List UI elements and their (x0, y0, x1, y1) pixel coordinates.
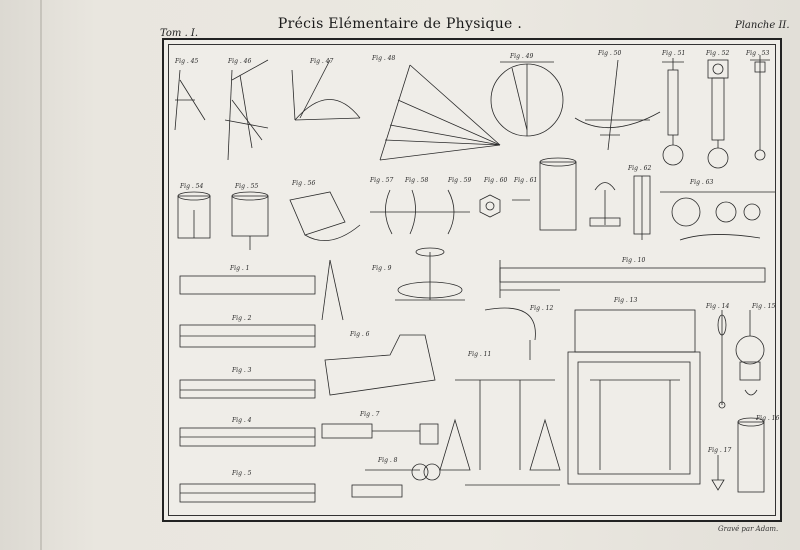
plate-title: Précis Elémentaire de Physique . (277, 16, 523, 32)
fig-60-drawing (479, 194, 501, 218)
fig-8-drawing (351, 463, 441, 498)
fig-12-drawing (484, 307, 536, 360)
fig-1-drawing (179, 275, 316, 295)
fig-49-label: Fig . 49 (509, 53, 533, 60)
fig-48-drawing (379, 64, 501, 161)
fig-58-label: Fig . 58 (404, 177, 428, 184)
fig-56-label: Fig . 56 (291, 180, 315, 187)
fig-10-drawing (499, 260, 766, 298)
fig-10-label: Fig . 10 (621, 257, 645, 264)
fig-8-label: Fig . 8 (377, 457, 398, 464)
fig-12-label: Fig . 12 (529, 305, 553, 312)
fig-61-drawing (512, 157, 621, 231)
fig-11-drawing (439, 379, 561, 486)
fig-4-label: Fig . 4 (231, 417, 252, 424)
fig-13-drawing (567, 309, 701, 485)
fig-53-label: Fig . 53 (745, 50, 769, 57)
fig-50-drawing (574, 59, 661, 151)
fig-3-label: Fig . 3 (231, 367, 252, 374)
fig-48-label: Fig . 48 (371, 55, 395, 62)
fig-47-drawing (291, 59, 361, 121)
fig-51-label: Fig . 51 (661, 50, 685, 57)
fig-55-drawing (231, 191, 269, 250)
tome-label: Tom . I. (160, 28, 199, 39)
fig-15-label: Fig . 15 (751, 303, 775, 310)
fig-57-label: Fig . 57 (369, 177, 393, 184)
plate-frame (162, 38, 782, 522)
fig-17-label: Fig . 17 (707, 447, 731, 454)
fig-45-label: Fig . 45 (174, 58, 198, 65)
fig-14-label: Fig . 14 (705, 303, 729, 310)
planche-label: Planche II. (735, 20, 790, 31)
fig-62-label: Fig . 62 (627, 165, 651, 172)
fig-53-drawing (750, 55, 770, 161)
fig-6-drawing (324, 334, 436, 396)
fig-16-drawing (737, 389, 765, 493)
fig-46-drawing (224, 59, 269, 161)
fig-51-drawing (662, 58, 684, 166)
fig-52-drawing (707, 59, 729, 169)
fig-13-label: Fig . 13 (613, 297, 637, 304)
fig-63-label: Fig . 63 (689, 179, 713, 186)
fig-50-label: Fig . 50 (597, 50, 621, 57)
fig-15-drawing (735, 310, 765, 381)
fig-6-label: Fig . 6 (349, 331, 370, 338)
fig-5-label: Fig . 5 (231, 470, 252, 477)
plate-inner-frame (168, 44, 776, 516)
fig-1-label: Fig . 1 (229, 265, 249, 272)
fig-14-drawing (717, 310, 727, 409)
fig-54-label: Fig . 54 (179, 183, 203, 190)
fig-47-label: Fig . 47 (309, 58, 333, 65)
fig-59-label: Fig . 59 (447, 177, 471, 184)
fig-62-drawing (633, 175, 651, 240)
fig-2-label: Fig . 2 (231, 315, 252, 322)
fig-7-drawing (321, 423, 439, 445)
fig-11-label: Fig . 11 (467, 351, 491, 358)
fig-16-label: Fig . 16 (755, 415, 779, 422)
fig-49-drawing (490, 61, 564, 137)
fig-2-drawing (179, 324, 316, 348)
fig-9-drawing (321, 247, 465, 321)
fig-45-drawing (174, 69, 206, 131)
fig-7-label: Fig . 7 (359, 411, 380, 418)
page-fold (40, 0, 42, 550)
fig-55-label: Fig . 55 (234, 183, 258, 190)
fig-52-label: Fig . 52 (705, 50, 729, 57)
fig-61-label: Fig . 61 (513, 177, 537, 184)
fig-5-drawing (179, 483, 316, 503)
fig-46-label: Fig . 46 (227, 58, 251, 65)
fig-56-drawing (289, 191, 361, 241)
fig-60-label: Fig . 60 (483, 177, 507, 184)
fig-57-58-59-drawing (370, 189, 470, 235)
fig-4-drawing (179, 427, 316, 447)
engraver-credit: Gravé par Adam. (718, 525, 779, 533)
fig-9-label: Fig . 9 (371, 265, 392, 272)
fig-63-drawing (660, 191, 775, 241)
fig-3-drawing (179, 379, 316, 399)
fig-17-drawing (711, 455, 725, 491)
fig-54-drawing (177, 191, 211, 239)
